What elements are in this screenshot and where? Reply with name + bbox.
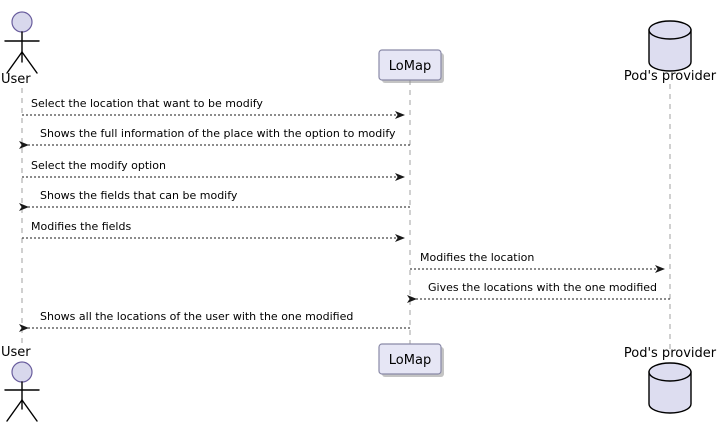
messages-group: Select the location that want to be modi… <box>19 97 670 332</box>
message-7[interactable]: Gives the locations with the one modifie… <box>407 281 670 303</box>
participant-lomap-top[interactable]: LoMap <box>378 49 444 83</box>
participant-label-user-bottom: User <box>1 345 31 360</box>
message-3[interactable]: Select the modify option <box>22 159 405 181</box>
message-4[interactable]: Shows the fields that can be modify <box>19 189 410 211</box>
message-2[interactable]: Shows the full information of the place … <box>19 127 410 149</box>
participant-pod-top[interactable]: Pod's provider <box>624 20 717 84</box>
message-8-label: Shows all the locations of the user with… <box>40 310 353 323</box>
database-cylinder-body-bottom <box>648 371 692 414</box>
actor-right-leg-line-bottom <box>21 399 38 422</box>
participant-lomap-bottom[interactable]: LoMap <box>378 343 444 377</box>
participant-label-pod-bottom: Pod's provider <box>624 346 717 361</box>
message-5[interactable]: Modifies the fields <box>22 220 405 242</box>
actor-right-leg-line <box>21 51 38 74</box>
database-cylinder-body-top <box>648 29 692 72</box>
message-8[interactable]: Shows all the locations of the user with… <box>19 310 410 332</box>
actor-head-icon-bottom <box>11 361 33 383</box>
actor-left-leg-line <box>6 51 23 74</box>
message-6[interactable]: Modifies the location <box>410 251 665 273</box>
participant-user-top[interactable]: User <box>1 11 40 87</box>
message-4-label: Shows the fields that can be modify <box>40 189 238 202</box>
message-1[interactable]: Select the location that want to be modi… <box>22 97 405 119</box>
participant-label-lomap-bottom: LoMap <box>389 353 431 368</box>
message-5-label: Modifies the fields <box>31 220 131 233</box>
message-6-label: Modifies the location <box>420 251 534 264</box>
message-7-label: Gives the locations with the one modifie… <box>428 281 657 294</box>
actor-left-leg-line-bottom <box>6 399 23 422</box>
lomap-box-top[interactable] <box>378 49 442 81</box>
message-2-label: Shows the full information of the place … <box>40 127 396 140</box>
database-cylinder-top-ellipse-top <box>648 20 692 40</box>
participant-pod-bottom[interactable]: Pod's provider <box>624 346 717 414</box>
message-3-label: Select the modify option <box>31 159 166 172</box>
participant-label-lomap-top: LoMap <box>389 59 431 74</box>
actor-head-icon <box>11 11 33 33</box>
database-cylinder-top-ellipse-bottom <box>648 362 692 382</box>
participant-label-pod-top: Pod's provider <box>624 69 717 84</box>
message-1-label: Select the location that want to be modi… <box>31 97 263 110</box>
participant-user-bottom[interactable]: User <box>1 345 40 422</box>
lomap-box-bottom[interactable] <box>378 343 442 375</box>
participant-label-user-top: User <box>1 72 31 87</box>
